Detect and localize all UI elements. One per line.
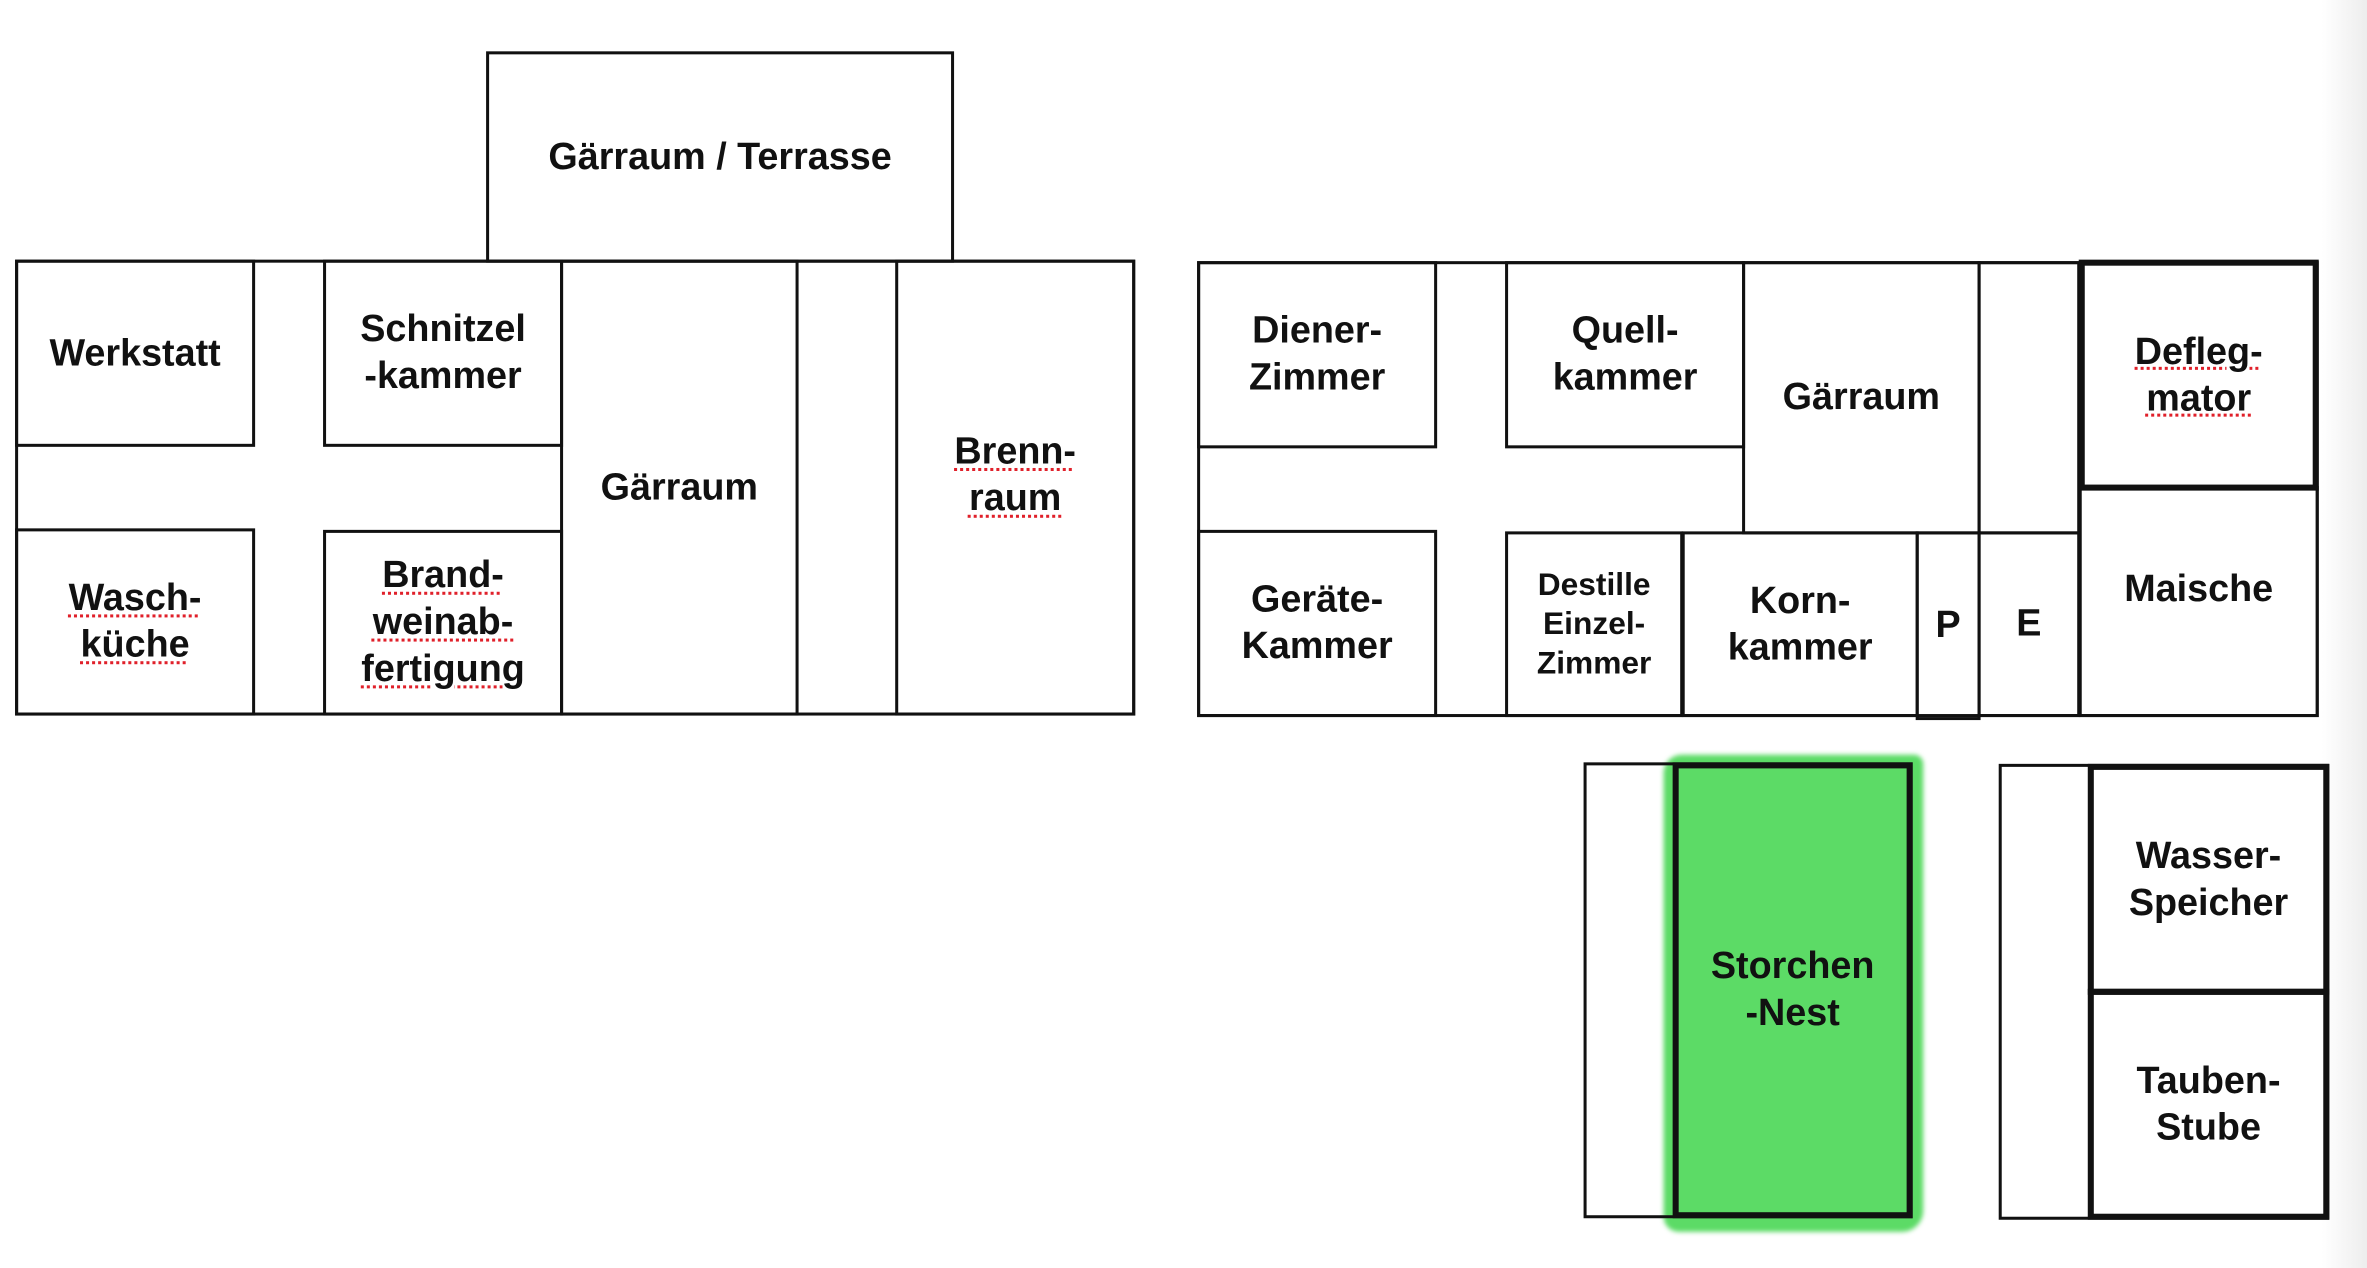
room-label: Maische [2124, 567, 2274, 610]
room-label: Defleg- mator [2134, 329, 2263, 419]
room-deflegmator[interactable]: Defleg- mator [2078, 259, 2319, 491]
highlight-marker [1663, 754, 1924, 1232]
room-schnitzelkammer[interactable]: Schnitzel -kammer [323, 259, 564, 447]
room-werkstatt[interactable]: Werkstatt [15, 259, 256, 447]
room-gaerraum-terrasse[interactable]: Gärraum / Terrasse [486, 51, 955, 263]
room-wasserspeicher[interactable]: Wasser- Speicher [2087, 763, 2330, 995]
room-brandweinabfertigung[interactable]: Brand- weinab- fertigung [323, 529, 564, 716]
room-storchennest[interactable]: Storchen -Nest [1672, 762, 1913, 1219]
room-e[interactable]: E [1977, 531, 2081, 718]
room-gaerraum-left[interactable]: Gärraum [560, 259, 799, 716]
corridor-right [1977, 261, 2081, 535]
room-label: Geräte- Kammer [1241, 578, 1393, 668]
room-gaerraum-right[interactable]: Gärraum [1742, 261, 1981, 535]
room-label: Diener- Zimmer [1248, 309, 1386, 399]
room-brennraum[interactable]: Brenn- raum [895, 259, 1136, 716]
room-label: Tauben- Stube [2136, 1058, 2281, 1149]
room-quellkammer[interactable]: Quell- kammer [1505, 261, 1746, 449]
room-label: Werkstatt [49, 331, 221, 374]
room-label: P [1935, 603, 1961, 647]
room-label: Schnitzel -kammer [360, 307, 526, 398]
room-label: E [2016, 602, 2042, 645]
room-label: Gärraum [1782, 375, 1941, 419]
room-geraetekammer[interactable]: Geräte- Kammer [1197, 529, 1438, 718]
room-label: Wasch- küche [68, 576, 202, 666]
room-dienerzimmer[interactable]: Diener- Zimmer [1197, 261, 1438, 449]
room-label: Gärraum [600, 465, 758, 508]
room-label: Wasser- Speicher [2128, 834, 2289, 924]
room-p[interactable]: P [1915, 531, 1981, 721]
room-taubenstube[interactable]: Tauben- Stube [2087, 988, 2330, 1220]
room-label: Storchen -Nest [1710, 945, 1875, 1035]
room-kornkammer[interactable]: Korn- kammer [1681, 531, 1919, 718]
room-label: Brand- weinab- fertigung [361, 554, 525, 690]
room-label: Quell- kammer [1552, 309, 1698, 399]
room-maische[interactable]: Maische [2078, 486, 2319, 718]
room-label: Brenn- raum [954, 430, 1077, 520]
room-label: Korn- kammer [1727, 578, 1873, 668]
room-label: Gärraum / Terrasse [548, 135, 892, 178]
room-label: Destille Einzel- Zimmer [1536, 566, 1652, 681]
room-destille-einzelzimmer[interactable]: Destille Einzel- Zimmer [1505, 531, 1684, 718]
room-waschkueche[interactable]: Wasch- küche [15, 528, 256, 716]
